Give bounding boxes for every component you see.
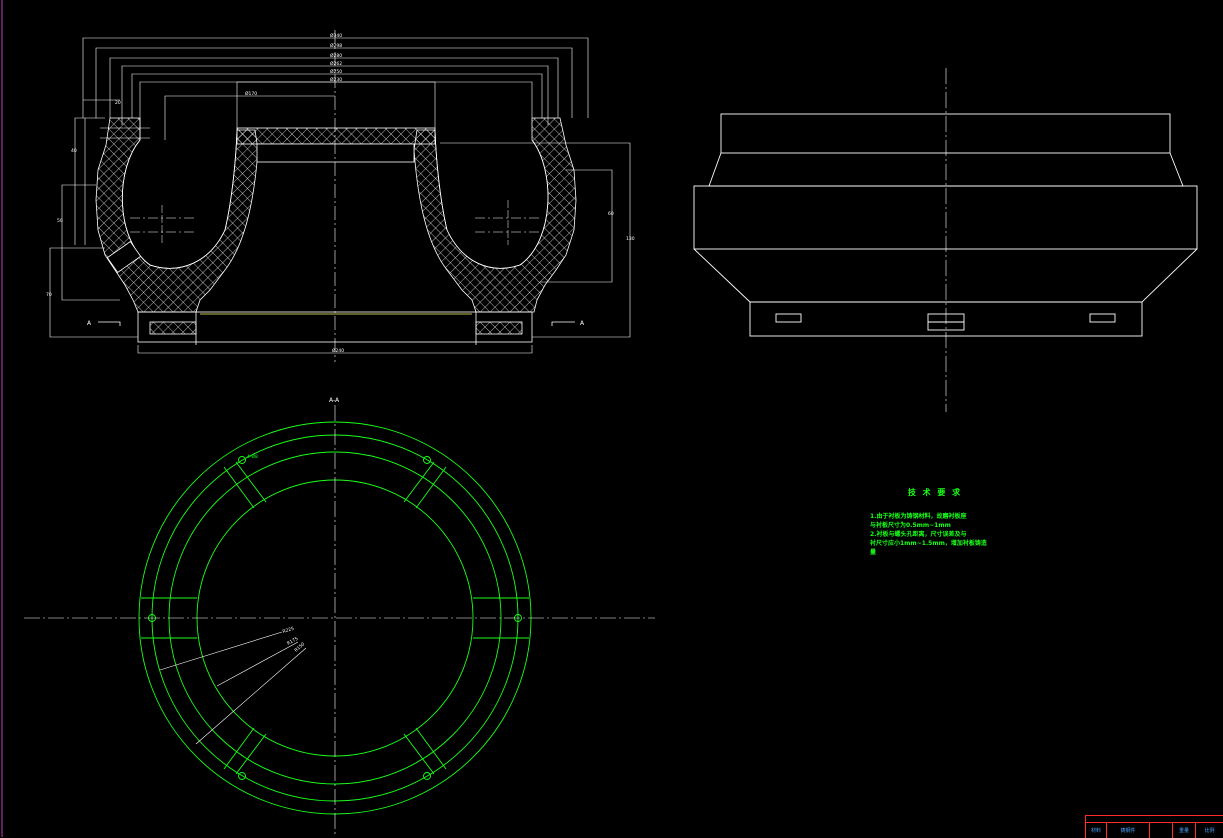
dim-inner: Ø170 [245,90,257,97]
section-label-aa: A-A [329,397,340,404]
cut-marker-right [551,321,575,326]
dim-rad2: R175 [286,636,299,647]
dim-bottom: Ø240 [332,347,344,354]
dim-top-main: Ø340 [330,32,342,39]
hole-callout: 4-Ø8 [247,453,258,460]
side-slot-left [775,313,802,323]
plan-hole-top-left [238,456,246,464]
plan-radial-ribs [141,461,529,775]
dim-left-h2: 20 [115,100,121,106]
side-middle-band [693,185,1198,250]
front-dimension-text: Ø340 Ø298 Ø280 Ø262 Ø250 Ø230 Ø170 Ø240 … [46,32,635,354]
side-top-band [720,113,1171,154]
title-block-top-row [1086,816,1223,823]
dim-top-3: Ø280 [330,52,342,59]
dim-top-6: Ø230 [330,76,342,83]
bottom-dimension-line [137,345,533,354]
cut-marker-text: A A [87,320,585,327]
cut-marker-right-label: A [580,320,585,327]
title-block-cell-material: 材料 [1086,823,1107,838]
technical-requirements-title: 技 术 要 求 [907,488,963,497]
side-elevation-view [693,68,1198,412]
bottom-left-hatched-ring [149,321,197,335]
plan-leader-1 [159,631,283,671]
front-section-view [49,30,631,362]
dim-top-2: Ø298 [330,42,342,49]
cut-marker-left-label: A [87,320,92,327]
left-bolt-block [106,241,142,273]
right-dimension-lines [440,142,631,338]
tech-req-line-4: 衬尺寸应小1mm~1.5mm，增加衬板铸造 [870,540,987,547]
top-plate-slot [256,143,415,163]
bottom-right-hatched-ring [475,321,523,335]
right-hatched-body [413,117,577,313]
tech-req-line-1: 1.由于衬板为铸钢材料，故磨衬板座 [870,513,967,520]
dim-left-h3: 50 [57,218,63,224]
technical-requirements: 技 术 要 求 1.由于衬板为铸钢材料，故磨衬板座 与衬板尺寸为0.5mm~1m… [870,487,1000,557]
plan-leader-2 [216,641,299,687]
plan-dimension-text: R225 R175 R150 [282,626,306,654]
plan-hole-bottom-left [238,772,246,780]
dim-left-h4: 70 [46,292,52,298]
side-slot-right [1089,313,1116,323]
tech-req-line-2: 与衬板尺寸为0.5mm~1mm [870,522,951,529]
tech-req-line-5: 量 [870,549,877,556]
left-hatched-body [95,117,259,313]
cut-marker-left [98,321,121,326]
plan-centerlines [24,405,655,837]
plan-hole-top-right [423,456,431,464]
top-plate-hatched [236,127,436,145]
dim-right-h2: 130 [626,236,635,242]
dim-right-h1: 60 [608,211,614,217]
dim-top-4: Ø262 [330,60,342,67]
title-block-cell-scale: 比例 [1196,823,1223,838]
title-block-cell-weight: 重量 [1173,823,1196,838]
left-dimension-lines [49,117,150,338]
title-block: 材料 铸钢件 重量 比例 [1085,815,1223,838]
title-block-cell-blank [1150,823,1173,838]
dim-rad1: R225 [282,626,295,635]
title-block-cell-cast-steel: 铸钢件 [1107,823,1150,838]
plan-hole-bottom-right [423,772,431,780]
tech-req-line-3: 2.衬板与螺头孔距离，尺寸误差及与 [870,531,967,538]
side-lower-taper [693,248,1198,303]
dim-top-5: Ø250 [330,68,342,75]
dim-left-h1: 40 [71,148,77,154]
plan-leader-3 [195,647,307,745]
